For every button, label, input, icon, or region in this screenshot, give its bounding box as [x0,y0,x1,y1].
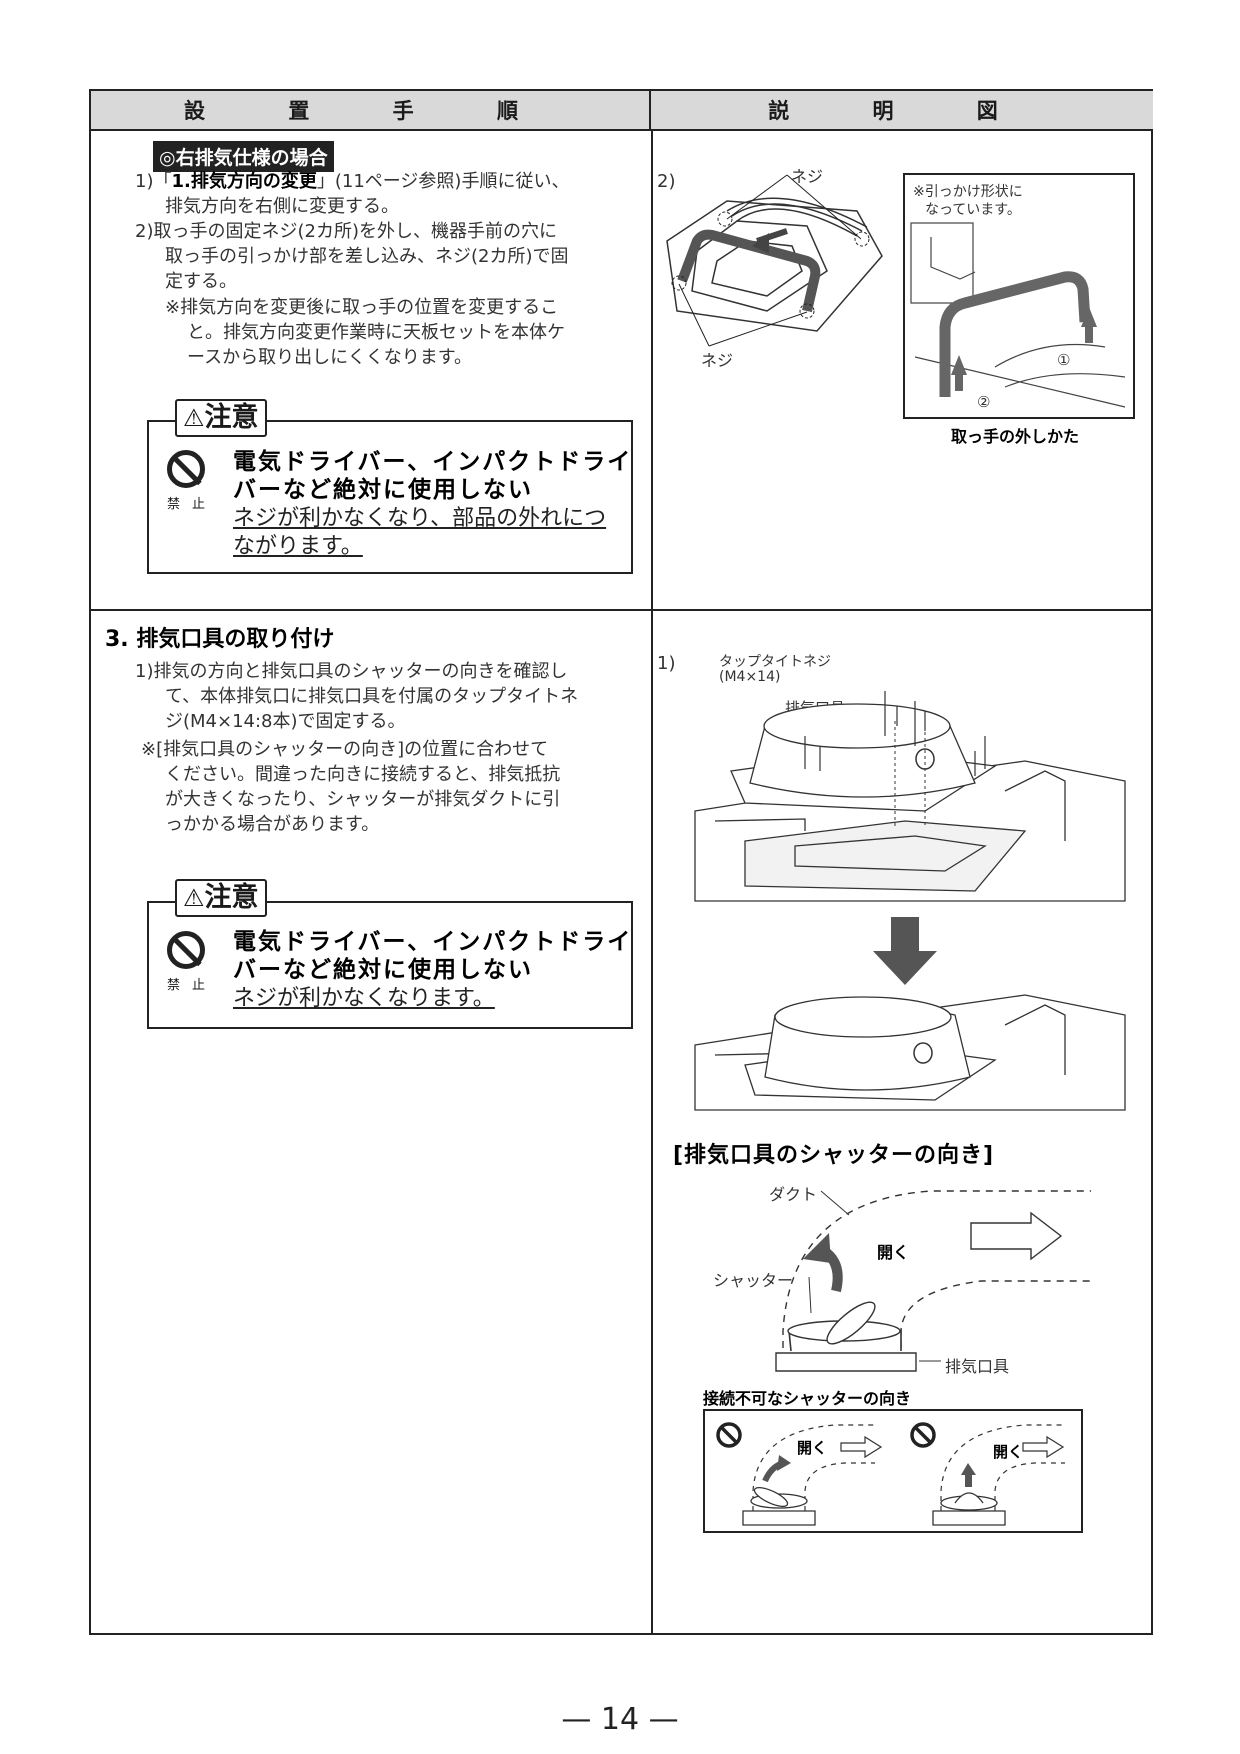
caution-tag-1: ⚠注意 [175,399,267,437]
step1-line2: 排気方向を右側に変更する。 [165,196,399,217]
instruction-table: 設 置 手 順 説 明 図 ◎右排気仕様の場合 1)「1.排気方向の変更」(11… [89,89,1153,1635]
prohibit-label: 禁止 [167,497,218,512]
note1-line3: ースから取り出しにくくなります。 [187,347,472,368]
step2-line1: 2)取っ手の固定ネジ(2カ所)を外し、機器手前の穴に [135,221,557,242]
warn2-bold-line2: バーなど絶対に使用しない [233,957,533,983]
caution-box-2 [147,901,633,1029]
handle-detail-inset: ※引っかけ形状に なっています。 ① ② [903,173,1135,419]
shutter-orientation-diagram [775,1190,1091,1372]
note1-line2: と。排気方向変更作業時に天板セットを本体ケ [187,322,565,343]
note1-line1: ※排気方向を変更後に取っ手の位置を変更するこ [165,297,559,318]
caution-tag-2: ⚠注意 [175,879,267,917]
invalid-orientation-diagram [716,1422,1065,1526]
step1-line1: 1)「1.排気方向の変更」(11ページ参照)手順に従い、 [135,171,570,192]
down-arrow-icon [873,917,937,985]
step1-ref: 1.排気方向の変更 [171,171,317,192]
warn1-bold-line1: 電気ドライバー、インパクトドライ [233,449,633,475]
warning-triangle-icon: ⚠ [183,884,205,912]
warn1-detail-line1: ネジが利かなくなり、部品の外れにつ [233,506,607,531]
duct-label: ダクト [769,1185,818,1204]
section-3-title: 3. 排気口具の取り付け [105,627,335,652]
row-divider [91,609,1153,611]
screw-label-top: ネジ [791,167,824,186]
shutter-label: シャッター [713,1271,794,1290]
page-number: — 14 — [561,1702,679,1737]
caution-box-1 [147,420,633,574]
marker-2: ② [977,393,991,411]
step3-line1: 1)排気の方向と排気口具のシャッターの向きを確認し [135,661,568,682]
open-label: 開く [877,1243,910,1262]
handle-detail-illustration [910,222,1126,408]
step3-line3: ジ(M4×14:8本)で固定する。 [165,711,406,732]
marker-1: ① [1057,351,1071,369]
shutter-orientation-title: [排気口具のシャッターの向き] [673,1143,995,1168]
prohibition-icon [167,931,205,969]
header-illustration: 説 明 図 [651,91,1153,131]
note3-line4: っかかる場合があります。 [165,814,380,835]
note3-line2: ください。間違った向きに接続すると、排気抵抗 [165,764,561,785]
warn1-bold-line2: バーなど絶対に使用しない [233,477,533,503]
warn1-detail-line2: ながります。 [233,534,363,559]
tap-screw-label: タップタイトネジ [719,654,831,670]
note3-line3: が大きくなったり、シャッターが排気ダクトに引 [165,789,561,810]
ng-open-label-2: 開く [993,1443,1024,1461]
right-exhaust-badge: ◎右排気仕様の場合 [153,141,334,172]
handle-illustration [666,174,883,347]
step3-line2: て、本体排気口に排気口具を付属のタップタイトネ [165,686,579,707]
prohibit-label: 禁止 [167,978,218,993]
tap-screw-size: (M4×14) [719,669,781,685]
ng-open-label-1: 開く [797,1439,828,1457]
screw-label-bottom: ネジ [701,351,734,370]
warn2-detail-line1: ネジが利かなくなります。 [233,986,495,1011]
column-divider [651,131,653,1635]
exhaust-port-after-illustration [694,994,1126,1111]
handle-removal-caption: 取っ手の外しかた [951,427,1080,446]
header-procedure: 設 置 手 順 [91,91,651,131]
step2-line3: 定する。 [165,271,237,292]
figure-step-1: 1) [657,653,676,674]
step2-line2: 取っ手の引っかけ部を差し込み、ネジ(2カ所)で固 [165,246,569,267]
invalid-orientation-caption: 接続不可なシャッターの向き [703,1389,912,1408]
prohibition-icon [167,450,205,488]
invalid-orientation-box: 開く 開く [703,1409,1083,1533]
port-label: 排気口具 [945,1357,1010,1376]
inset-note-line1: ※引っかけ形状に [913,184,1023,200]
inset-note-line2: なっています。 [925,202,1021,218]
warning-triangle-icon: ⚠ [183,404,205,432]
warn2-bold-line1: 電気ドライバー、インパクトドライ [233,929,633,955]
figure-step-2: 2) [657,171,676,192]
note3-line1: ※[排気口具のシャッターの向き]の位置に合わせて [141,739,549,760]
exhaust-port-before-illustration [694,691,1126,902]
